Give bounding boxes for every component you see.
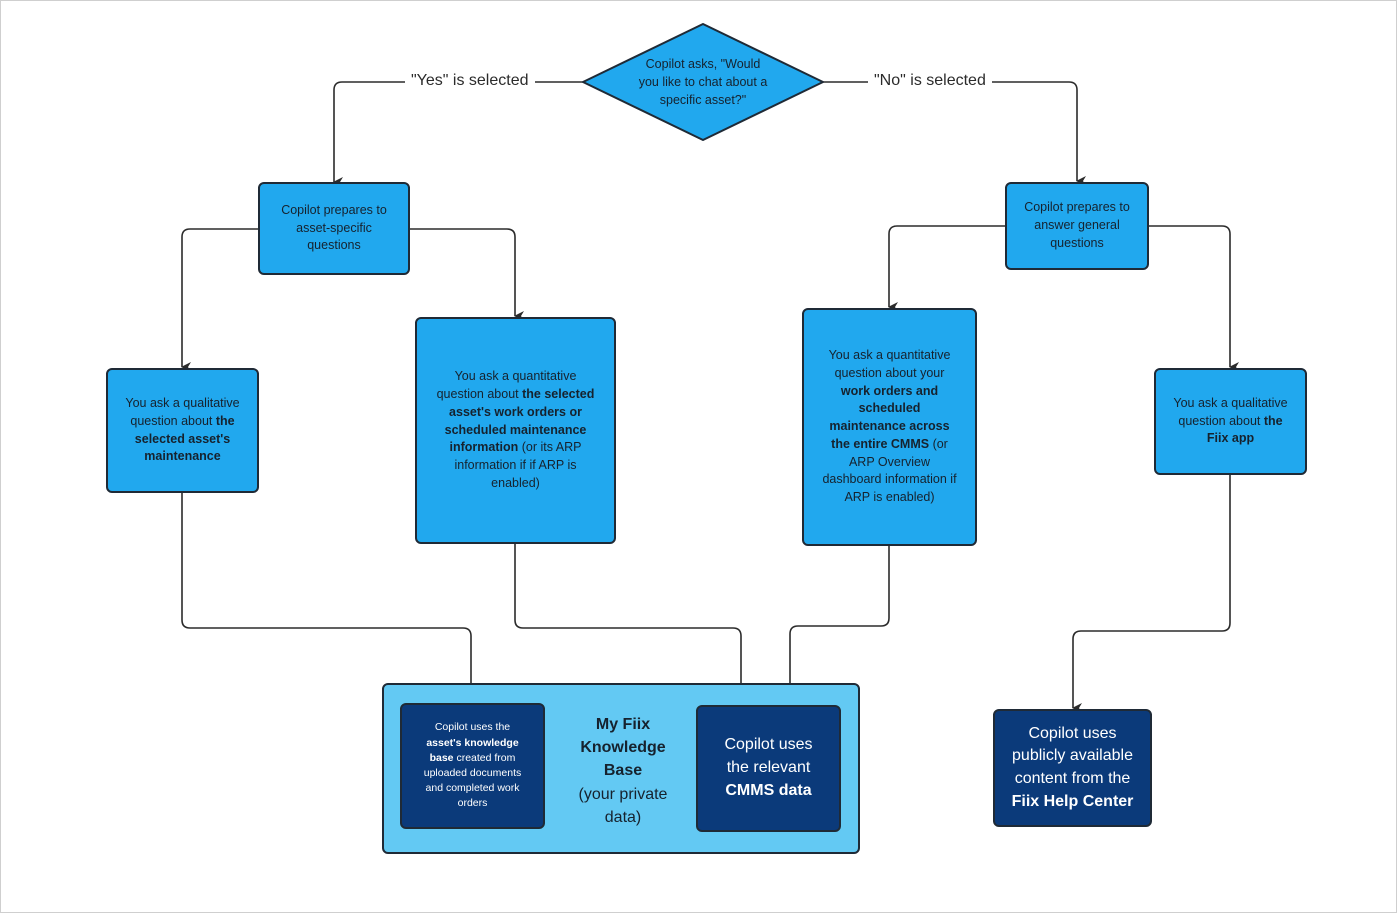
prepare-general-questions-text: Copilot prepares to answer general quest… xyxy=(1024,200,1130,250)
edge-qualitative-to-kb xyxy=(181,493,480,707)
knowledge-base-title-bold: My Fiix Knowledge Base xyxy=(580,716,666,780)
no-edge-label: "No" is selected xyxy=(868,72,992,90)
edge-general-to-qualitative xyxy=(1149,225,1239,372)
edge-general-to-quantitative xyxy=(888,225,1006,312)
decision-diamond xyxy=(582,23,824,141)
general-quantitative-question-text: You ask a quantitative question about yo… xyxy=(822,348,957,505)
edge-yes xyxy=(333,81,583,187)
help-center-node: Copilot uses publicly available content … xyxy=(993,709,1152,827)
asset-quantitative-question-text: You ask a quantitative question about th… xyxy=(436,369,595,490)
asset-qualitative-question-text: You ask a qualitative question about the… xyxy=(125,396,240,464)
edge-asset-to-quantitative xyxy=(410,228,524,321)
edge-general-quantitative-to-cmms xyxy=(789,546,890,710)
general-quantitative-question-node: You ask a quantitative question about yo… xyxy=(802,308,977,546)
general-qualitative-question-node: You ask a qualitative question about the… xyxy=(1154,368,1307,475)
knowledge-base-title-sub: (your private data) xyxy=(578,785,668,826)
edge-quantitative-to-cmms xyxy=(514,544,750,710)
prepare-general-questions-node: Copilot prepares to answer general quest… xyxy=(1005,182,1149,270)
yes-edge-label: "Yes" is selected xyxy=(405,72,535,90)
knowledge-base-title: My Fiix Knowledge Base (your private dat… xyxy=(564,713,682,829)
cmms-data-text: Copilot uses the relevant CMMS data xyxy=(724,736,813,799)
asset-knowledge-base-node: Copilot uses the asset's knowledge base … xyxy=(400,703,545,829)
general-qualitative-question-text: You ask a qualitative question about the… xyxy=(1173,395,1288,446)
edge-asset-to-qualitative xyxy=(181,228,259,372)
prepare-asset-questions-text: Copilot prepares to asset-specific quest… xyxy=(281,202,387,253)
help-center-text: Copilot uses publicly available content … xyxy=(1011,724,1134,810)
decision-text: Copilot asks, "Would you like to chat ab… xyxy=(638,57,768,107)
asset-quantitative-question-node: You ask a quantitative question about th… xyxy=(415,317,616,544)
asset-knowledge-base-text: Copilot uses the asset's knowledge base … xyxy=(423,721,522,810)
prepare-asset-questions-node: Copilot prepares to asset-specific quest… xyxy=(258,182,410,275)
asset-qualitative-question-node: You ask a qualitative question about the… xyxy=(106,368,259,493)
edge-fiix-to-help-center xyxy=(1072,475,1231,713)
cmms-data-node: Copilot uses the relevant CMMS data xyxy=(696,705,841,832)
edge-no xyxy=(823,81,1086,186)
